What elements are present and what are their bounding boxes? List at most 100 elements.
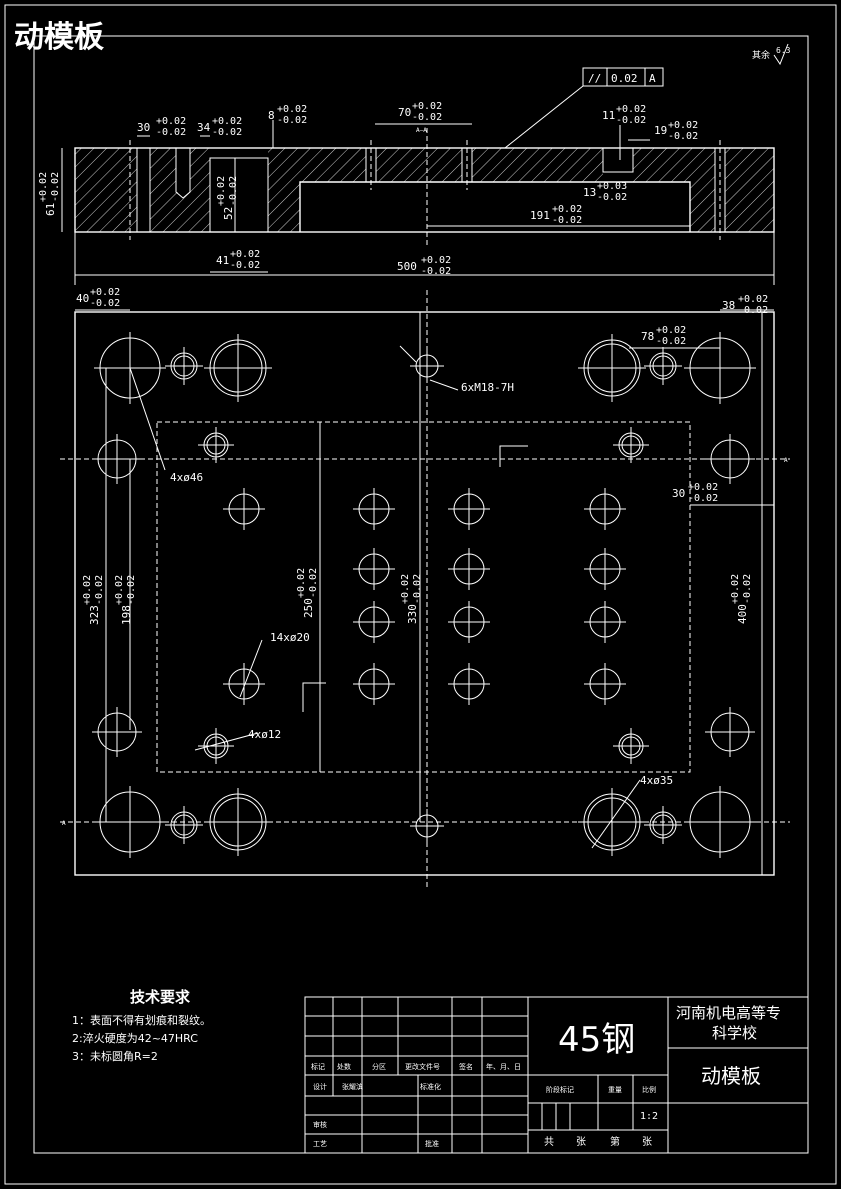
dim-19: 19 [654,124,667,137]
tol-198-minus: -0.02 [126,575,137,605]
tech-item-1: 1：表面不得有划痕和裂纹。 [72,1013,211,1027]
sheet-total-b: 张 [576,1136,586,1148]
counterbore-hole [204,788,272,856]
hdr-sign: 签名 [459,1062,473,1071]
tol-30-minus: -0.02 [156,127,186,138]
callout-hole12: 4xø12 [248,728,281,741]
roughness-label: 其余 [752,49,770,61]
ejector-hole [353,601,395,643]
side-hole [705,434,755,484]
ejector-hole [584,548,626,590]
row-approve: 批准 [425,1139,439,1148]
callout-thread: 6xM18-7H [461,381,514,394]
tol-61-minus: -0.02 [50,172,61,202]
tol-11-minus: -0.02 [616,115,646,126]
ejector-hole [223,488,265,530]
ejector-hole [448,663,490,705]
counterbore-hole [578,334,646,402]
dim-323: 323 [88,605,101,625]
tol-70-minus: -0.02 [412,112,442,123]
dim-330: 330 [406,604,419,624]
tol-13-minus: -0.02 [597,192,627,203]
scale-value: 1:2 [640,1111,658,1122]
row-design: 设计 [313,1082,327,1091]
ejector-hole [584,488,626,530]
tol-19-plus: +0.02 [668,120,698,131]
counterbore-hole [578,788,646,856]
drawing-title: 动模板 [14,20,104,55]
tol-330-plus: +0.02 [400,574,411,604]
tol-52-minus: -0.02 [228,176,239,206]
tol-symbol: // [588,72,601,85]
ejector-hole-small [198,728,234,764]
stage-mark: 阶段标记 [546,1085,574,1094]
tol-400-plus: +0.02 [730,574,741,604]
tol-30-plus: +0.02 [156,116,186,127]
tol-500-plus: +0.02 [421,255,451,266]
row-review: 审核 [313,1120,327,1129]
dim-70: 70 [398,106,411,119]
tol-61-plus: +0.02 [38,172,49,202]
tol-30b-plus: +0.02 [688,482,718,493]
ejector-hole [448,548,490,590]
guide-pillar-hole [94,786,166,858]
weight: 重量 [608,1086,622,1094]
dim-30: 30 [137,121,150,134]
dim-30b: 30 [672,487,685,500]
tol-191-minus: -0.02 [552,215,582,226]
tol-40-plus: +0.02 [90,287,120,298]
scale-label: 比例 [642,1085,656,1094]
section-mark-right: A [784,457,788,464]
tol-400-minus: -0.02 [742,574,753,604]
callout-hole35: 4xø35 [640,774,673,787]
dim-34: 34 [197,121,211,134]
ejector-hole [448,488,490,530]
hdr-doc: 更改文件号 [405,1062,440,1071]
tol-40-minus: -0.02 [90,298,120,309]
small-hole [644,806,682,844]
tol-30b-minus: -0.02 [688,493,718,504]
tech-item-3: 3：未标圆角R=2 [72,1049,158,1063]
dim-11: 11 [602,109,615,122]
plan-view: 40 +0.02 -0.02 38 +0.02 -0.02 78 +0.02 -… [60,287,790,890]
side-hole [92,707,142,757]
school-line-2: 科学校 [712,1024,757,1042]
tol-52-plus: +0.02 [216,176,227,206]
dim-191: 191 [530,209,550,222]
dim-40: 40 [76,292,89,305]
side-hole [705,707,755,757]
thread-hole [410,349,444,383]
tol-330-minus: -0.02 [412,574,423,604]
tol-198-plus: +0.02 [114,575,125,605]
tol-191-plus: +0.02 [552,204,582,215]
dim-400: 400 [736,604,749,624]
ejector-hole-small [613,728,649,764]
callout-hole46: 4xø46 [170,471,203,484]
hdr-zone: 分区 [372,1062,386,1071]
counterbore-hole [204,334,272,402]
row-standard: 标准化 [420,1082,441,1091]
dim-41: 41 [216,254,229,267]
outer-border [4,4,837,1185]
small-hole [165,806,203,844]
tol-500-minus: -0.02 [421,266,451,277]
section-mark-left: A [62,820,66,827]
row-designer: 张耀滨 [342,1082,363,1091]
ejector-hole-small [198,427,234,463]
roughness-icon [773,43,789,66]
section-label: A—A [416,127,427,134]
small-hole [165,347,203,385]
ejector-hole [448,601,490,643]
tol-250-minus: -0.02 [308,568,319,598]
tol-78-minus: -0.02 [656,336,686,347]
guide-pillar-hole [684,786,756,858]
section-view: // 0.02 A 30 +0.02 -0.02 34 +0.02 -0.02 … [38,67,775,285]
tol-323-minus: -0.02 [94,575,105,605]
tol-78-plus: +0.02 [656,325,686,336]
ejector-hole [353,663,395,705]
tech-item-2: 2:淬火硬度为42~47HRC [72,1031,198,1045]
ejector-hole [353,488,395,530]
ejector-hole [584,601,626,643]
tol-value: 0.02 [611,72,638,85]
